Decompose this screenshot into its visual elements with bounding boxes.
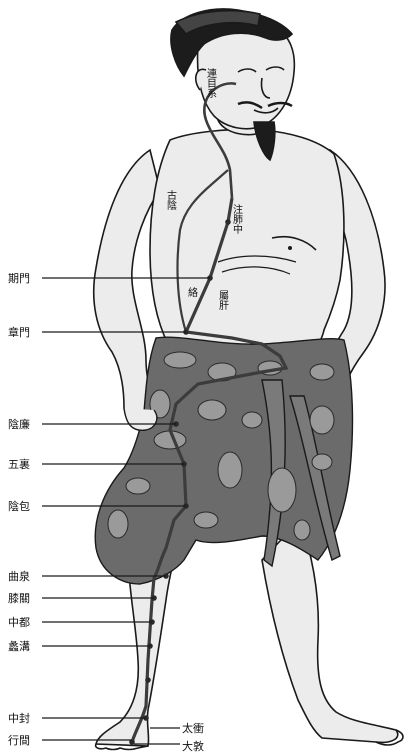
label-guyin: 古陰 — [165, 189, 177, 211]
label-luo: 絡 — [188, 286, 198, 299]
label-zhufeizhong: 注肺中 — [231, 203, 243, 235]
label-wuli: 五裏 — [8, 457, 30, 471]
label-zhongfeng: 中封 — [8, 711, 30, 725]
right-labels: 太衝 大敦 — [182, 721, 204, 753]
label-ququan: 曲泉 — [8, 569, 30, 583]
label-shugan: 屬肝 — [217, 290, 229, 311]
label-zhongdu: 中都 — [8, 616, 30, 629]
label-lianmuxi: 連目系 — [205, 67, 217, 98]
label-yinlian: 陰廉 — [8, 417, 30, 431]
label-ligou: 蠡溝 — [8, 639, 30, 653]
label-qimen: 期門 — [8, 272, 30, 285]
label-xingjian: 行間 — [8, 734, 30, 747]
label-dadun: 大敦 — [182, 739, 204, 753]
label-taichong: 太衝 — [182, 721, 204, 735]
label-xiguan: 膝關 — [8, 592, 30, 605]
label-yinbao: 陰包 — [8, 499, 30, 513]
label-zhangmen: 章門 — [8, 325, 30, 339]
left-labels: 期門 章門 陰廉 五裏 陰包 曲泉 膝關 中都 蠡溝 中封 行間 — [8, 272, 30, 747]
